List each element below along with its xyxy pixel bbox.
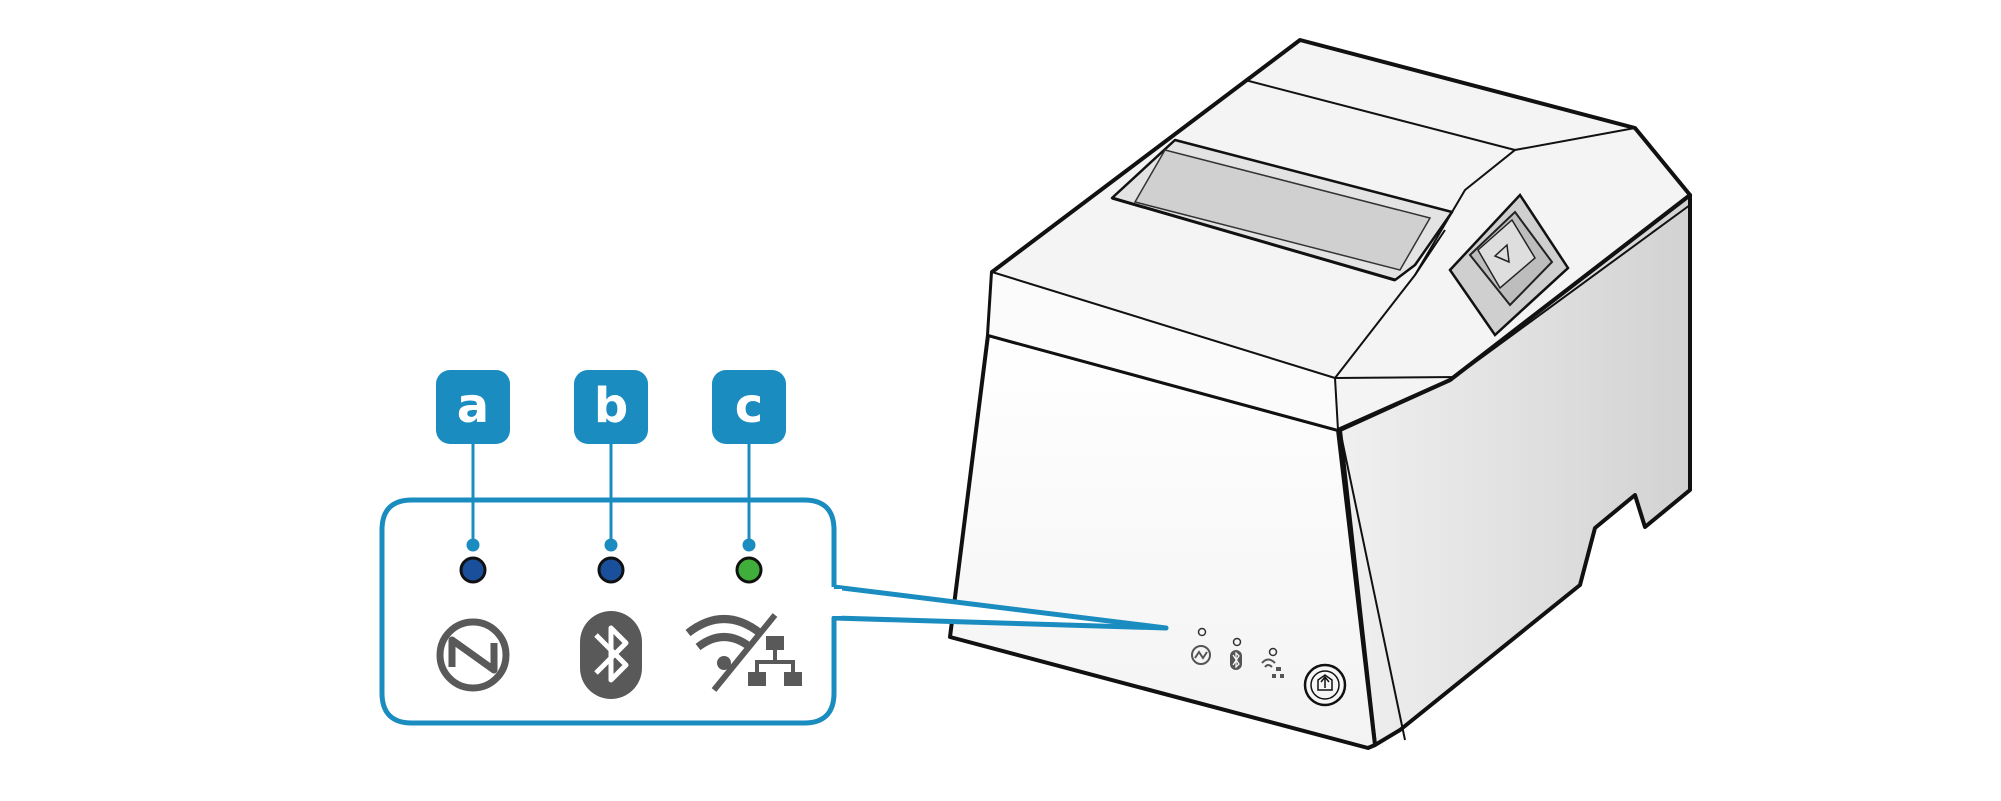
paper-outlet-edge <box>1111 196 1396 282</box>
panel-led-wifi <box>1268 647 1278 657</box>
led-indicator-c <box>735 556 763 584</box>
callout-gap <box>826 589 842 616</box>
led-indicator-b <box>597 556 625 584</box>
cover-open-lever <box>1448 192 1570 337</box>
power-icon <box>436 618 510 692</box>
facet-line <box>1414 127 1636 276</box>
panel-wifi-lan-icon <box>1261 658 1284 678</box>
facet-line <box>1244 79 1516 151</box>
printer-illustration <box>948 38 1692 750</box>
led-indicator-a <box>459 556 487 584</box>
callout-badge-a: a <box>436 370 510 444</box>
printer-front-bevel <box>987 271 1339 431</box>
leader-dot-b <box>604 538 618 552</box>
led-callout-panel: a b c <box>379 370 1169 726</box>
panel-led-bluetooth <box>1232 637 1242 647</box>
bluetooth-icon <box>580 611 642 699</box>
panel-led-power <box>1197 627 1207 637</box>
paper-outlet-inner <box>1133 149 1432 271</box>
front-panel <box>1191 627 1347 707</box>
callout-frame <box>379 497 1169 726</box>
badge-letter-c: c <box>735 378 763 434</box>
facet-line <box>1454 204 1691 378</box>
facet-line <box>1339 429 1406 741</box>
callout-badge-b: b <box>574 370 648 444</box>
leader-dot-a <box>466 538 480 552</box>
panel-bluetooth-icon <box>1230 650 1242 670</box>
leader-dot-c <box>742 538 756 552</box>
badge-letter-b: b <box>594 378 628 434</box>
callout-badge-c: c <box>712 370 786 444</box>
wifi-lan-icon <box>685 613 802 692</box>
panel-power-icon <box>1191 645 1211 665</box>
feed-button[interactable] <box>1303 663 1347 707</box>
badge-letter-a: a <box>457 378 489 434</box>
